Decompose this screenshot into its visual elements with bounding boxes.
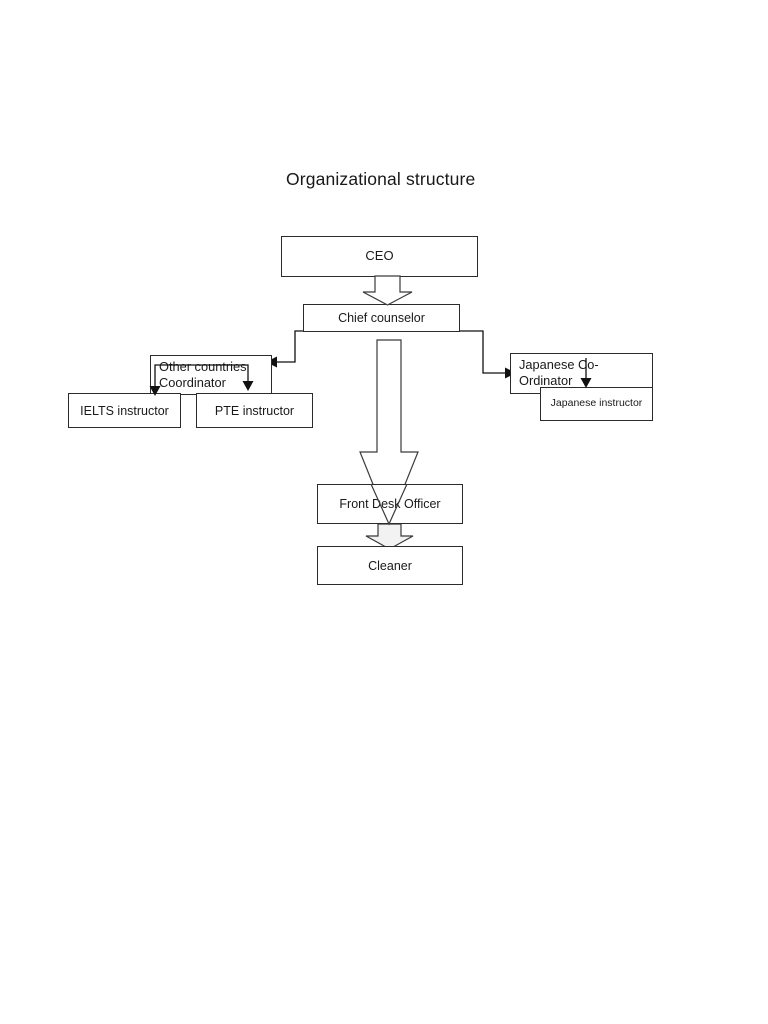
node-chief-counselor[interactable]: Chief counselor [303,304,460,332]
node-ielts-instructor[interactable]: IELTS instructor [68,393,181,428]
node-japanese-coordinator-label: Japanese Co- Ordinator [519,357,599,389]
node-pte-instructor[interactable]: PTE instructor [196,393,313,428]
node-front-desk-officer[interactable]: Front Desk Officer [317,484,463,524]
node-cleaner-label: Cleaner [368,558,412,573]
node-cleaner[interactable]: Cleaner [317,546,463,585]
node-ceo-label: CEO [365,248,394,264]
node-japanese-instructor[interactable]: Japanese instructor [540,387,653,421]
node-other-countries-coordinator-label: Other countries Coordinator [159,359,247,391]
arrow-ceo-to-chief [362,275,413,306]
node-ceo[interactable]: CEO [281,236,478,277]
connector-chief-to-other [277,330,303,363]
node-pte-instructor-label: PTE instructor [214,403,295,418]
node-ielts-instructor-label: IELTS instructor [80,403,169,418]
node-chief-counselor-label: Chief counselor [338,311,425,325]
connector-chief-to-japco [460,330,505,374]
node-japanese-instructor-label: Japanese instructor [550,397,643,410]
page-title: Organizational structure [286,169,476,189]
node-other-countries-coordinator[interactable]: Other countries Coordinator [150,355,272,395]
node-front-desk-officer-label: Front Desk Officer [339,497,441,511]
